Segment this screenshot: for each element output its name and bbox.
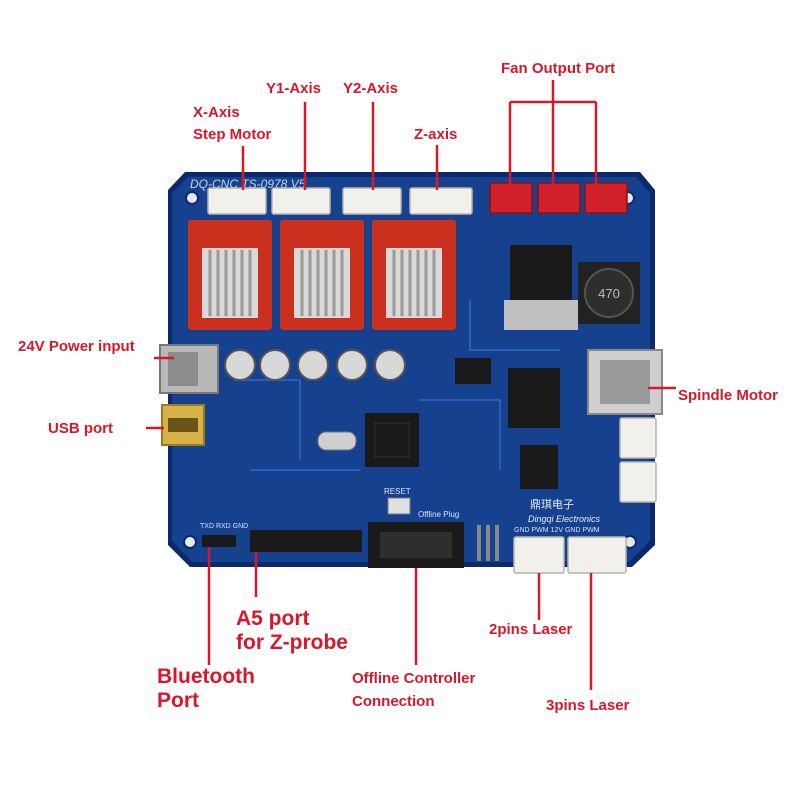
offline-plug-label: Offline Plug — [418, 510, 459, 519]
voltage-regulator — [504, 245, 578, 330]
bluetooth-sublabel: Port — [157, 689, 199, 712]
power-input-label: 24V Power input — [18, 338, 135, 355]
driver-x — [188, 220, 272, 330]
bt-pin-labels: TXD RXD GND — [200, 523, 248, 530]
brand-en: Dingqi Electronics — [528, 514, 601, 524]
bluetooth-label: Bluetooth — [157, 665, 255, 688]
laser-3pin-connector — [567, 536, 627, 574]
fan-output-pointer — [508, 80, 598, 184]
mosfets — [455, 358, 560, 489]
bottom-header-pins — [202, 530, 362, 552]
reset-button — [387, 497, 411, 515]
offline-pins — [477, 525, 499, 561]
y2-axis-label: Y2-Axis — [343, 80, 399, 97]
x-axis-sublabel: Step Motor — [193, 126, 272, 143]
fan-output-label: Fan Output Port — [501, 60, 616, 77]
power-jack — [159, 344, 219, 394]
laser-connectors — [513, 536, 627, 574]
fan-connector-1 — [489, 182, 533, 214]
y1-axis-label: Y1-Axis — [266, 80, 322, 97]
callout-lines — [146, 80, 676, 690]
y1-axis-connector — [271, 187, 331, 215]
microcontroller — [365, 413, 419, 467]
y2-axis-connector — [342, 187, 402, 215]
crystal — [317, 431, 357, 451]
a5-port-sublabel: for Z-probe — [236, 631, 348, 654]
inductor-code: 470 — [598, 286, 620, 301]
usb-port-label: USB port — [48, 420, 113, 437]
offline-controller-label: Offline Controller — [352, 670, 476, 687]
z-axis-connector — [409, 187, 473, 215]
usb-connector — [161, 404, 205, 446]
z-axis-label: Z-axis — [414, 126, 458, 143]
inductor — [578, 262, 640, 324]
driver-y1 — [280, 220, 364, 330]
fan-connectors — [489, 182, 628, 214]
laser-2pin-label: 2pins Laser — [489, 621, 573, 638]
spindle-motor-label: Spindle Motor — [678, 387, 778, 404]
laser-pin-labels: GND PWM 12V GND PWM — [514, 527, 600, 534]
laser-2pin-connector — [513, 536, 565, 574]
laser-3pin-label: 3pins Laser — [546, 697, 630, 714]
fan-connector-3 — [584, 182, 628, 214]
x-axis-label: X-Axis — [193, 104, 240, 121]
spindle-connector — [587, 349, 663, 415]
stepper-drivers — [188, 220, 456, 330]
fan-connector-2 — [537, 182, 581, 214]
offline-connector — [368, 522, 464, 568]
brand-cn: 鼎琪电子 — [530, 498, 574, 511]
a5-port-label: A5 port — [236, 607, 310, 630]
reset-label: RESET — [384, 487, 411, 496]
driver-y2 — [372, 220, 456, 330]
x-axis-connector — [207, 187, 267, 215]
capacitors — [224, 349, 406, 381]
side-connectors — [619, 417, 657, 503]
motor-connectors — [207, 187, 473, 215]
offline-controller-sublabel: Connection — [352, 693, 435, 710]
